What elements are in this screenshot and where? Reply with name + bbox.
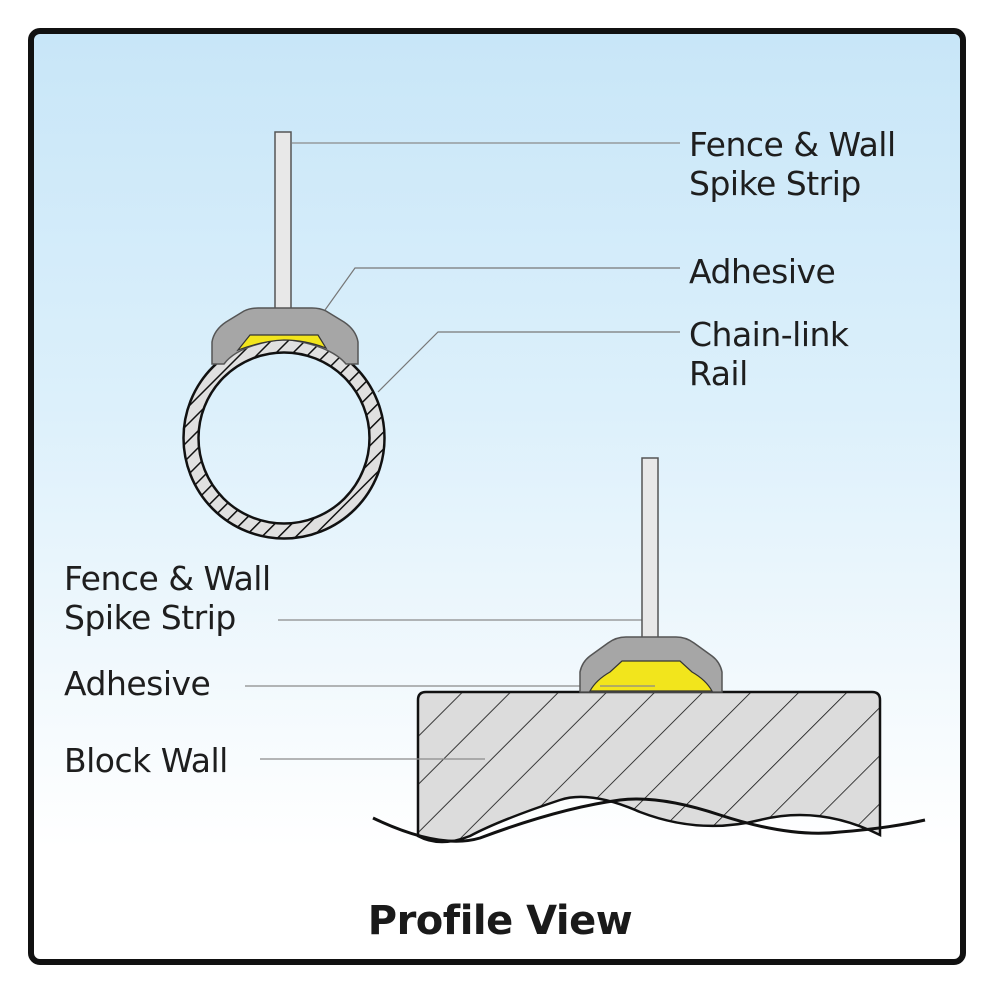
- leader-line-adhesive-top: [304, 267, 680, 339]
- adhesive-top: [236, 334, 328, 352]
- diagram-title: Profile View: [367, 898, 633, 944]
- wall-assembly: [245, 457, 926, 844]
- rail-outer-edge: [182, 336, 386, 540]
- label-rail-line2: Rail: [689, 354, 748, 393]
- chain-link-rail: [183, 337, 385, 539]
- ground-line: [372, 797, 926, 843]
- block-wall: [416, 690, 882, 844]
- label-spike-strip-bottom-line1: Fence & Wall: [64, 559, 271, 598]
- spike-rod-bottom: [641, 457, 659, 641]
- label-block-wall: Block Wall: [64, 741, 228, 780]
- label-adhesive-top: Adhesive: [689, 252, 836, 291]
- adhesive-bottom: [588, 660, 714, 692]
- spike-rod-top: [274, 131, 292, 319]
- label-spike-strip-top-line1: Fence & Wall: [689, 125, 896, 164]
- label-adhesive-bottom: Adhesive: [64, 664, 211, 703]
- rail-inner-edge: [197, 351, 371, 525]
- label-spike-strip-bottom-line2: Spike Strip: [64, 598, 236, 637]
- label-spike-strip-top-line2: Spike Strip: [689, 164, 861, 203]
- rail-assembly: [182, 131, 680, 540]
- label-rail-line1: Chain-link: [689, 315, 849, 354]
- leader-line-rail: [377, 331, 680, 393]
